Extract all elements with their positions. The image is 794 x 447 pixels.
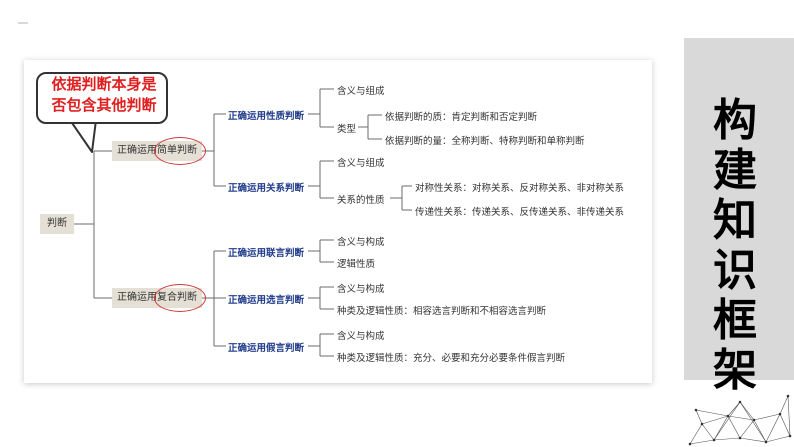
side-title-char: 建 bbox=[713, 145, 757, 196]
leaf-node: 含义与构成 bbox=[337, 237, 385, 248]
side-title-char: 知 bbox=[713, 195, 757, 246]
highlight-circle bbox=[154, 137, 206, 165]
hypothetical-judgment-node: 正确运用假言判断 bbox=[228, 343, 305, 354]
relation-judgment-node: 正确运用关系判断 bbox=[228, 183, 305, 194]
side-title-char: 架 bbox=[713, 345, 757, 396]
network-decoration bbox=[684, 380, 794, 447]
leaf-node: 传递性关系：传递关系、反传递关系、非传递关系 bbox=[415, 207, 625, 218]
side-title-char: 构 bbox=[713, 95, 757, 146]
callout-bubble bbox=[36, 72, 168, 124]
leaf-node: 依据判断的量：全称判断、特称判断和单称判断 bbox=[385, 136, 585, 147]
highlight-circle bbox=[154, 284, 206, 312]
leaf-node: 含义与组成 bbox=[337, 86, 385, 97]
leaf-node: 逻辑性质 bbox=[337, 259, 376, 270]
side-title-char: 框 bbox=[713, 295, 757, 346]
leaf-node: 含义与构成 bbox=[337, 284, 385, 295]
root-node: 判断 bbox=[40, 214, 74, 234]
leaf-node: 关系的性质 bbox=[337, 195, 385, 206]
node-prefix: 正确运用 bbox=[117, 292, 157, 303]
top-dash-decoration bbox=[18, 22, 28, 24]
side-title: 构 建 知 识 框 架 bbox=[702, 96, 768, 396]
property-judgment-node: 正确运用性质判断 bbox=[228, 111, 305, 122]
leaf-node: 含义与组成 bbox=[337, 158, 385, 169]
node-prefix: 正确运用 bbox=[117, 145, 157, 156]
side-title-char: 识 bbox=[713, 245, 757, 296]
leaf-node: 依据判断的质：肯定判断和否定判断 bbox=[385, 112, 538, 123]
right-title-band bbox=[684, 38, 794, 447]
leaf-node: 类型 bbox=[337, 124, 357, 135]
leaf-node: 种类及逻辑性质：相容选言判断和不相容选言判断 bbox=[337, 306, 547, 317]
leaf-node: 种类及逻辑性质：充分、必要和充分必要条件假言判断 bbox=[337, 353, 566, 364]
leaf-node: 对称性关系：对称关系、反对称关系、非对称关系 bbox=[415, 183, 625, 194]
disjunctive-judgment-node: 正确运用选言判断 bbox=[228, 295, 305, 306]
leaf-node: 含义与构成 bbox=[337, 331, 385, 342]
conjunctive-judgment-node: 正确运用联言判断 bbox=[228, 248, 305, 259]
callout-text: 依据判断本身是 否包含其他判断 bbox=[51, 75, 157, 114]
